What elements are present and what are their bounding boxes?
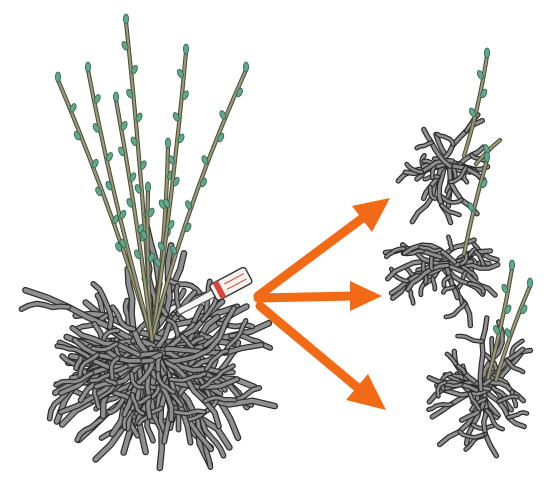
- bud: [243, 62, 248, 72]
- bud: [183, 44, 188, 54]
- bud: [145, 182, 150, 192]
- bud: [113, 92, 118, 102]
- bud: [484, 48, 489, 58]
- bud: [85, 62, 90, 72]
- bud: [55, 72, 60, 82]
- bud: [527, 278, 532, 288]
- bud: [165, 138, 170, 148]
- bud: [484, 152, 489, 162]
- bud: [509, 260, 514, 270]
- bud: [123, 14, 128, 24]
